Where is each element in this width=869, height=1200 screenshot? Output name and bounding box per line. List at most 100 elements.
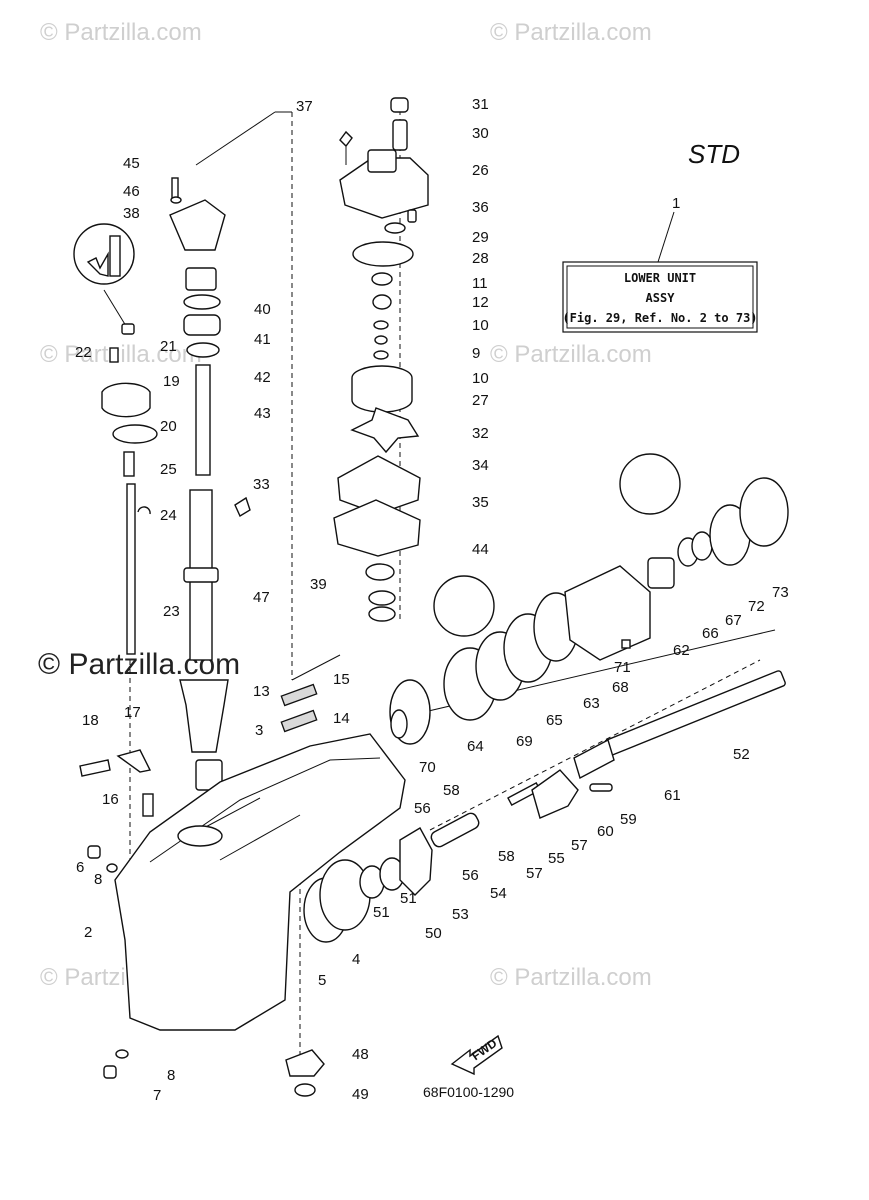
part-23-shift-rod bbox=[126, 483, 136, 655]
part-21 bbox=[121, 323, 135, 335]
callout-69: 69 bbox=[516, 733, 533, 750]
propeller-shaft-group bbox=[389, 453, 789, 780]
callout-2: 2 bbox=[84, 924, 92, 941]
part-4 bbox=[319, 859, 371, 931]
watermark: © Partzilla.com bbox=[490, 964, 652, 991]
callout-70: 70 bbox=[419, 759, 436, 776]
part-10 bbox=[373, 320, 389, 330]
part-28 bbox=[352, 241, 414, 267]
callout-23: 23 bbox=[163, 603, 180, 620]
part-22 bbox=[109, 347, 119, 363]
callout-38: 38 bbox=[123, 205, 140, 222]
part-7 bbox=[103, 1065, 117, 1079]
callout-42: 42 bbox=[254, 369, 271, 386]
callout-39: 39 bbox=[310, 576, 327, 593]
drive-shaft-column bbox=[169, 177, 318, 791]
callout-48: 48 bbox=[352, 1046, 369, 1063]
callout-31: 31 bbox=[472, 96, 489, 113]
watermark: © Partzilla.com bbox=[40, 19, 202, 46]
watermark-group: © Partzilla.com © Partzilla.com © Partzi… bbox=[38, 19, 652, 991]
callout-66: 66 bbox=[702, 625, 719, 642]
part-61 bbox=[573, 738, 615, 780]
shift-rod-group bbox=[73, 223, 158, 873]
part-71 bbox=[621, 639, 631, 649]
part-20 bbox=[112, 424, 158, 444]
callout-52: 52 bbox=[733, 746, 750, 763]
callout-57: 57 bbox=[526, 865, 543, 882]
part-44 bbox=[365, 563, 395, 581]
callout-3: 3 bbox=[255, 722, 263, 739]
part-8b bbox=[115, 1049, 129, 1059]
callout-67: 67 bbox=[725, 612, 742, 629]
callout-59: 59 bbox=[620, 811, 637, 828]
part-46 bbox=[170, 196, 182, 204]
part-11 bbox=[371, 272, 393, 286]
callout-41: 41 bbox=[254, 331, 271, 348]
part-39a bbox=[368, 590, 396, 606]
callout-51: 51 bbox=[400, 890, 417, 907]
part-29 bbox=[384, 222, 406, 234]
part-2-lower-case bbox=[114, 733, 406, 1031]
callout-32: 32 bbox=[472, 425, 489, 442]
part-53-forward-gear bbox=[399, 827, 433, 896]
callout-37: 37 bbox=[296, 98, 313, 115]
part-70 bbox=[390, 709, 408, 739]
callout-64: 64 bbox=[467, 738, 484, 755]
callout-11: 11 bbox=[472, 275, 488, 292]
callout-8: 8 bbox=[94, 871, 102, 888]
assembly-reference-box: LOWER UNIT ASSY (Fig. 29, Ref. No. 2 to … bbox=[562, 211, 758, 333]
callout-18: 18 bbox=[82, 712, 99, 729]
grease-symbol-circle bbox=[619, 453, 681, 515]
callout-29: 29 bbox=[472, 229, 489, 246]
part-67b bbox=[691, 531, 713, 561]
part-45-bolt bbox=[171, 177, 179, 199]
callout-58: 58 bbox=[498, 848, 515, 865]
part-24-clip bbox=[137, 506, 151, 515]
callout-53: 53 bbox=[452, 906, 469, 923]
part-13-sleeve bbox=[179, 679, 229, 753]
callout-5: 5 bbox=[318, 972, 326, 989]
callout-46: 46 bbox=[123, 183, 140, 200]
grease-symbol-circle-2 bbox=[433, 575, 495, 637]
callout-8: 8 bbox=[167, 1067, 175, 1084]
callout-47: 47 bbox=[253, 589, 270, 606]
water-pump-stack bbox=[333, 97, 429, 622]
part-19-shift-bracket bbox=[101, 382, 151, 418]
callout-25: 25 bbox=[160, 461, 177, 478]
part-54-clutch bbox=[430, 812, 480, 848]
part-15 bbox=[280, 683, 318, 707]
forward-arrow: FWD bbox=[450, 1034, 503, 1076]
callout-9: 9 bbox=[472, 345, 480, 362]
callout-10: 10 bbox=[472, 370, 489, 387]
part-18 bbox=[79, 759, 111, 777]
callout-55: 55 bbox=[548, 850, 565, 867]
callout-54: 54 bbox=[490, 885, 507, 902]
callout-51: 51 bbox=[373, 904, 390, 921]
callout-30: 30 bbox=[472, 125, 489, 142]
callout-labels: 3130263629281112109102732343544393745463… bbox=[75, 96, 789, 1104]
callout-62: 62 bbox=[673, 642, 690, 659]
callout-21: 21 bbox=[160, 338, 177, 355]
callout-71: 71 bbox=[614, 659, 631, 676]
callout-58: 58 bbox=[443, 782, 460, 799]
callout-61: 61 bbox=[664, 787, 681, 804]
assembly-subtitle: ASSY bbox=[646, 291, 676, 305]
callout-12: 12 bbox=[472, 294, 489, 311]
callout-20: 20 bbox=[160, 418, 177, 435]
callout-16: 16 bbox=[102, 791, 119, 808]
part-43 bbox=[186, 342, 220, 358]
callout-10: 10 bbox=[472, 317, 489, 334]
callout-73: 73 bbox=[772, 584, 789, 601]
part-39b bbox=[368, 606, 396, 622]
callout-17: 17 bbox=[124, 704, 141, 721]
drive-shaft-upper bbox=[195, 364, 211, 476]
callout-14: 14 bbox=[333, 710, 350, 727]
callout-26: 26 bbox=[472, 162, 489, 179]
callout-1: 1 bbox=[672, 195, 680, 212]
part-59-pin bbox=[589, 783, 613, 792]
part-41 bbox=[183, 294, 221, 310]
part-27-impeller-housing bbox=[351, 365, 413, 413]
callout-34: 34 bbox=[472, 457, 489, 474]
callout-43: 43 bbox=[254, 405, 271, 422]
